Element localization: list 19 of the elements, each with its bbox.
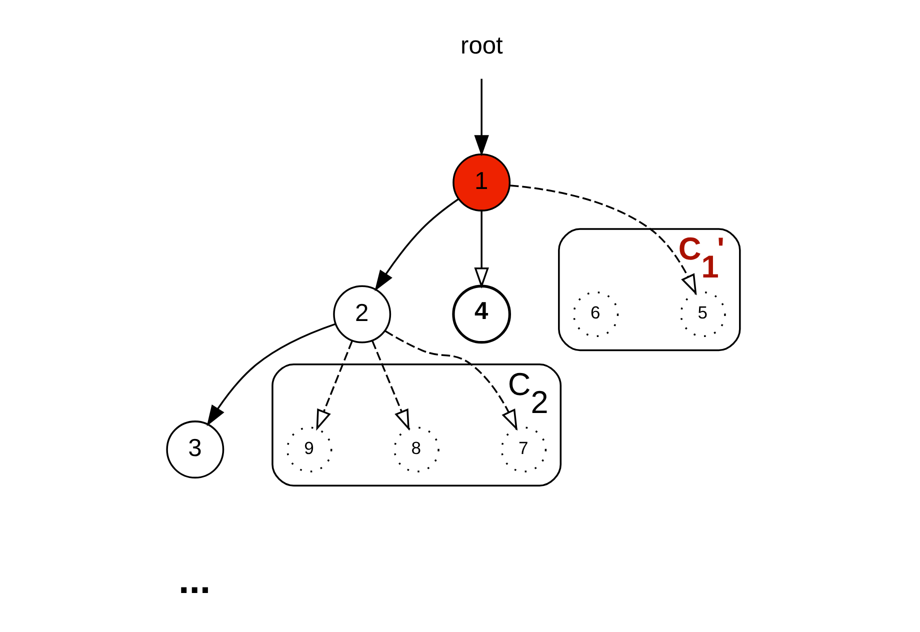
arrow — [374, 198, 459, 292]
arrow — [509, 184, 696, 296]
node-circle: 3 — [166, 420, 224, 479]
node-circle: 9 — [286, 426, 332, 472]
node-circle: 6 — [572, 291, 618, 338]
node-text: root — [460, 32, 502, 60]
label: ... — [178, 558, 210, 602]
arrow — [384, 330, 517, 431]
arrow — [474, 78, 488, 156]
node-circle: 2 — [332, 285, 391, 344]
arrow — [474, 210, 488, 289]
arrow — [316, 340, 352, 431]
arrow — [206, 323, 336, 426]
arrow — [371, 340, 410, 431]
node-circle: 4 — [452, 284, 511, 344]
node-circle: 8 — [393, 426, 439, 472]
node-circle: 1 — [452, 153, 510, 212]
node-circle: 5 — [680, 291, 726, 338]
node-circle: 7 — [500, 426, 546, 472]
